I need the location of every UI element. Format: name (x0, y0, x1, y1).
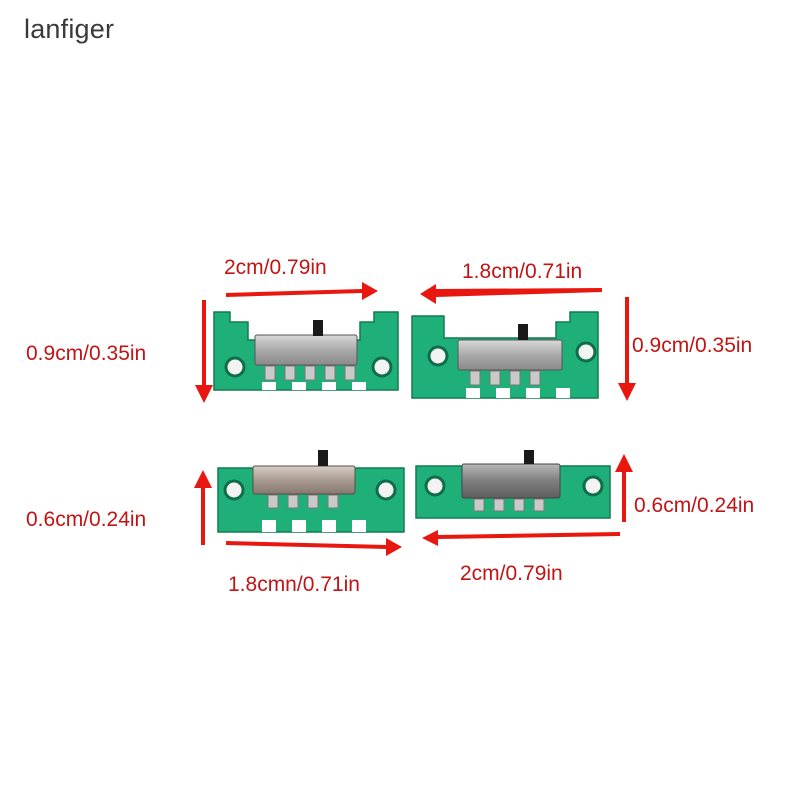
arrow-bottom-right-width (422, 530, 620, 546)
arrow-top-left-height (195, 300, 213, 403)
label-bottom-right-height: 0.6cm/0.24in (634, 494, 755, 517)
arrow-top-left-width (226, 282, 378, 300)
label-top-left-width: 2cm/0.79in (224, 256, 327, 279)
brand-watermark: lanfiger (24, 14, 115, 44)
label-top-right-height: 0.9cm/0.35in (632, 334, 753, 357)
arrow-bottom-left-height (194, 470, 212, 545)
label-bottom-left-height: 0.6cm/0.24in (26, 508, 147, 531)
label-top-right-width: 1.8cm/0.71in (462, 260, 583, 283)
arrow-bottom-left-width (226, 538, 402, 556)
arrow-top-right-height (618, 297, 636, 401)
label-top-left-height: 0.9cm/0.35in (26, 342, 147, 365)
switch-bottom-left (217, 450, 405, 533)
label-bottom-left-width: 1.8cmn/0.71in (228, 573, 360, 596)
arrow-top-right-width (420, 284, 602, 304)
arrow-bottom-right-height (615, 454, 633, 522)
switch-top-right (411, 311, 599, 399)
switch-bottom-right (415, 450, 611, 519)
label-bottom-right-width: 2cm/0.79in (460, 562, 563, 585)
switch-top-left (213, 311, 399, 391)
dimension-arrows (194, 282, 636, 556)
